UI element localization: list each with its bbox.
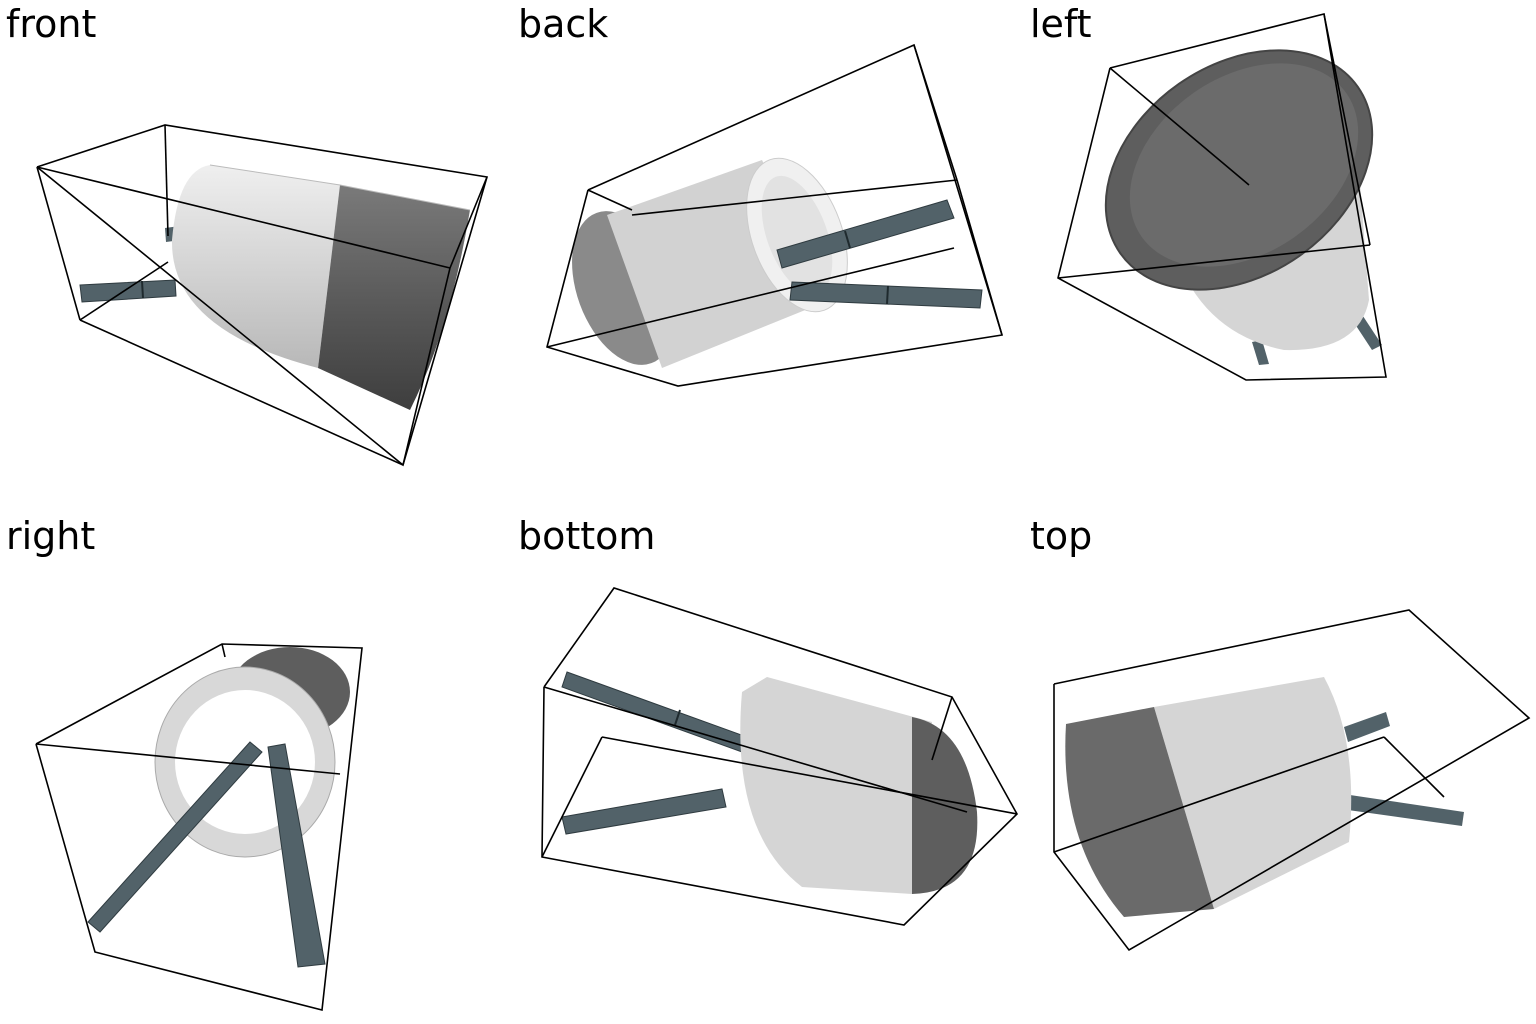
view-top-panel: top — [1024, 512, 1536, 1024]
view-label-front: front — [6, 2, 97, 46]
stick-bottom-2 — [561, 788, 727, 835]
cylinder-top-dark-end — [1065, 707, 1214, 917]
view-label-right: right — [6, 514, 96, 558]
stick-top-1 — [1344, 712, 1390, 742]
view-right-render — [35, 643, 363, 1012]
stick-front-1 — [79, 279, 177, 303]
stick-back-2 — [789, 281, 983, 309]
view-label-top: top — [1030, 514, 1093, 558]
stick-top-2 — [1348, 795, 1464, 826]
bounding-box-top — [1053, 609, 1531, 952]
cylinder-light-band — [171, 165, 340, 368]
view-front-panel: front — [0, 0, 512, 512]
bounding-box-left — [1057, 13, 1387, 381]
bounding-box-bottom — [541, 587, 1018, 926]
view-bottom-render — [541, 587, 1018, 926]
view-top-render — [1053, 609, 1531, 952]
stick-bottom-1 — [561, 671, 748, 753]
stick-right-1 — [87, 741, 263, 933]
view-right-panel: right — [0, 512, 512, 1024]
bounding-box-back — [546, 43, 1004, 387]
cylinder-bottom-light — [740, 677, 932, 894]
cylinder-top-light — [1154, 677, 1352, 909]
bounding-box-right — [35, 643, 363, 1012]
stick-left-1 — [1252, 340, 1269, 365]
view-left-panel: left — [1024, 0, 1536, 512]
cylinder-dark-band — [318, 185, 470, 410]
view-bottom-panel: bottom — [512, 512, 1024, 1024]
view-back-render — [546, 43, 1004, 387]
view-label-left: left — [1030, 2, 1092, 46]
view-front-render — [36, 124, 489, 467]
view-label-back: back — [518, 2, 609, 46]
stick-back-1 — [776, 199, 955, 269]
view-left-render — [1057, 13, 1387, 381]
view-back-panel: back — [512, 0, 1024, 512]
stick-right-2 — [267, 743, 326, 968]
view-label-bottom: bottom — [518, 514, 656, 558]
bounding-box-front — [36, 124, 489, 467]
